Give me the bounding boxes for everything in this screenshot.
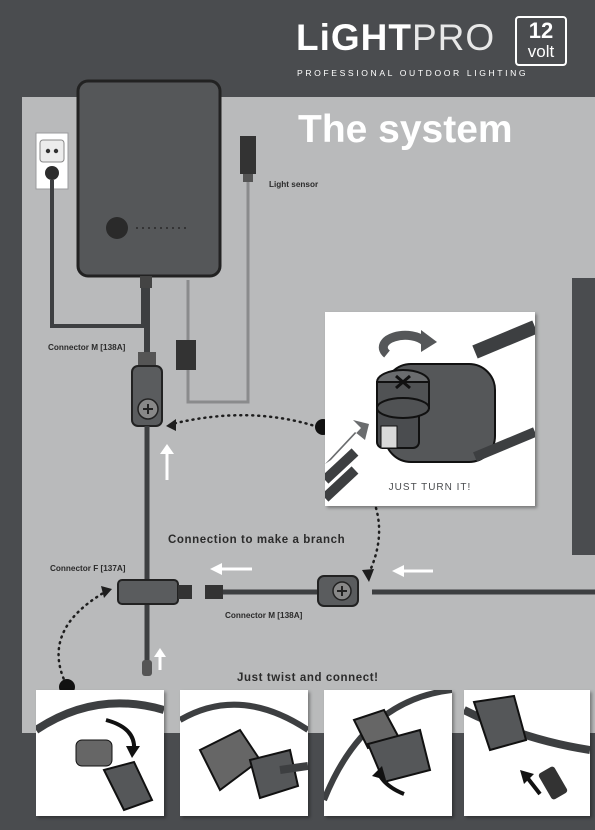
connector-f: [118, 580, 223, 604]
connector-m-top-label: Connector M [138A]: [48, 343, 125, 352]
step-2-inset: [180, 690, 308, 816]
branch-label: Connection to make a branch: [168, 534, 345, 546]
turn-it-inset: JUST TURN IT!: [325, 312, 535, 506]
step-4-inset: [464, 690, 590, 816]
step-1-inset: [36, 690, 164, 816]
step-3-inset: [324, 690, 452, 816]
light-sensor-label: Light sensor: [269, 180, 318, 189]
rotate-arrow-icon: [383, 330, 437, 354]
transformer-device: [78, 81, 220, 276]
connector-m-bottom-label: Connector M [138A]: [225, 611, 302, 620]
turn-it-caption: JUST TURN IT!: [325, 482, 535, 493]
connector-f-label: Connector F [137A]: [50, 564, 126, 573]
connector-m-top: [132, 352, 162, 426]
connector-m-bottom: [318, 576, 358, 606]
twist-label: Just twist and connect!: [237, 672, 379, 684]
